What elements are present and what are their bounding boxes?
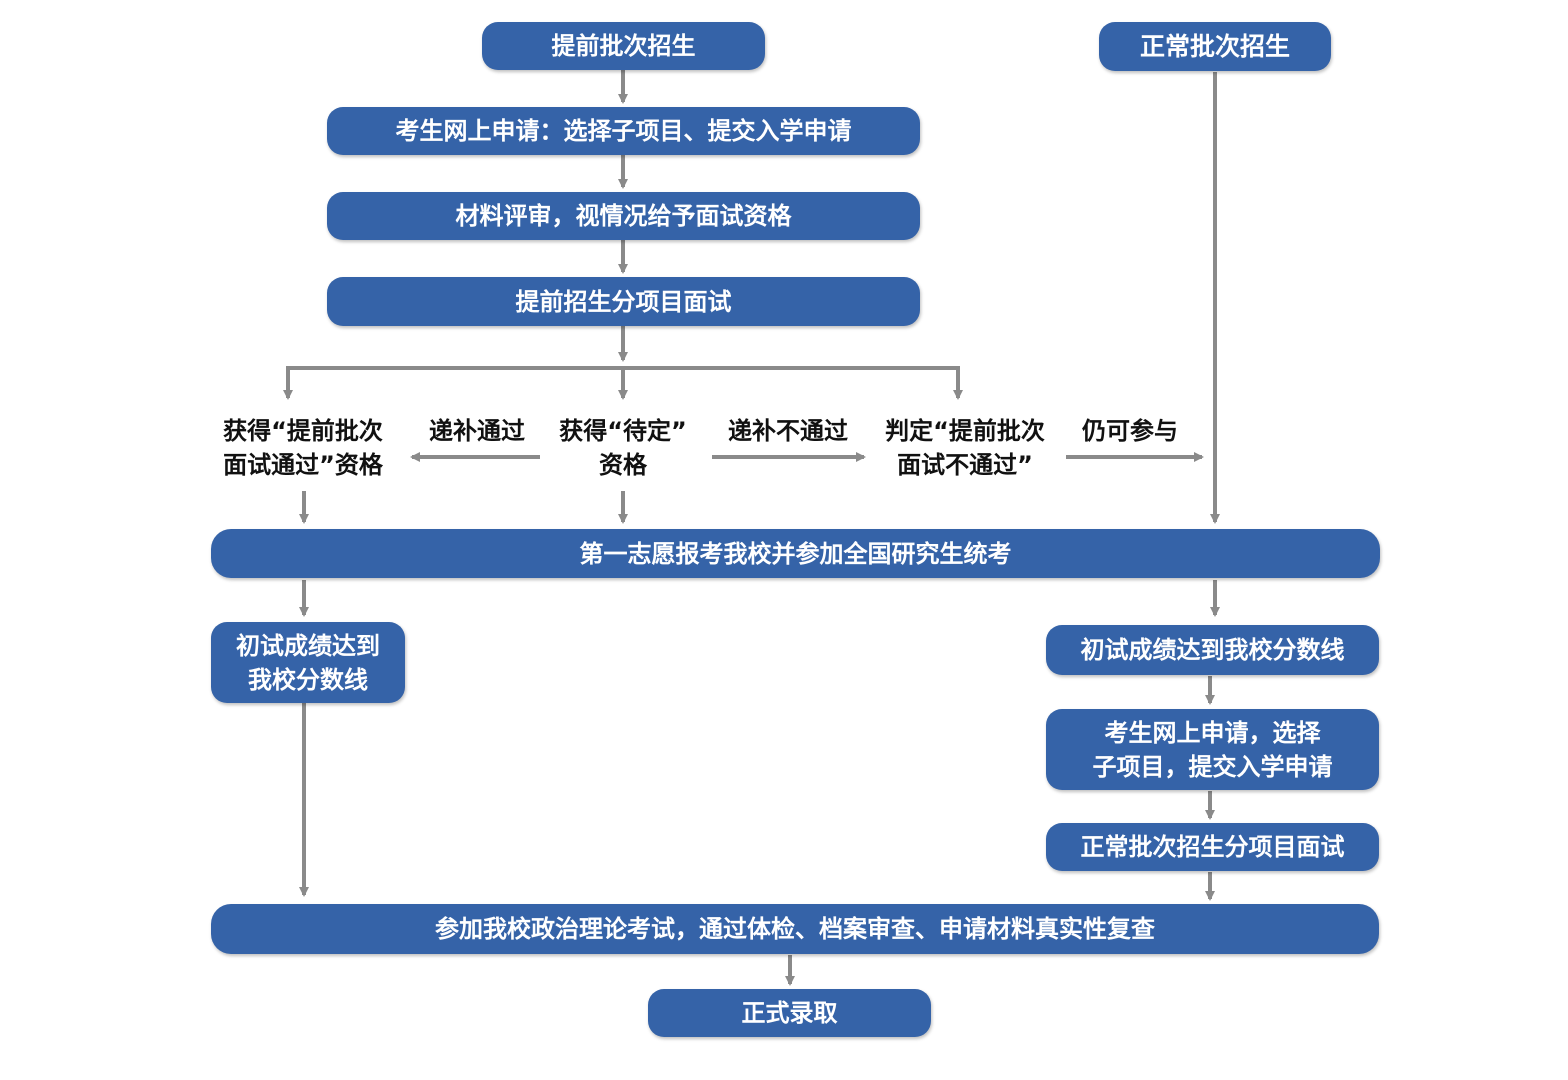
result-pending: 获得“待定” 资格 [548,414,698,482]
result-fail-line2: 面试不通过” [897,451,1033,479]
result-fail-line1: 判定“提前批次 [885,417,1045,445]
result-pending-line1: 获得“待定” [559,417,687,445]
material-review-box: 材料评审，视情况给予面试资格 [327,192,920,240]
result-pending-line2: 资格 [599,451,647,479]
national-exam-box: 第一志愿报考我校并参加全国研究生统考 [211,529,1380,578]
regular-admission-box: 正常批次招生 [1099,22,1331,71]
national-exam-label: 第一志愿报考我校并参加全国研究生统考 [579,539,1012,568]
left-score-line1: 初试成绩达到 [236,631,380,660]
right-score-box: 初试成绩达到我校分数线 [1046,625,1379,675]
admission-label: 正式录取 [741,999,838,1027]
regular-interview-label: 正常批次招生分项目面试 [1080,833,1345,861]
early-online-apply-label: 考生网上申请：选择子项目、提交入学申请 [395,117,852,145]
early-admission-box: 提前批次招生 [482,22,765,70]
early-online-apply-box: 考生网上申请：选择子项目、提交入学申请 [327,107,920,155]
result-pass-line2: 面试通过”资格 [223,451,383,479]
admission-box: 正式录取 [648,989,931,1037]
result-pass: 获得“提前批次 面试通过”资格 [205,414,401,482]
early-admission-label: 提前批次招生 [551,32,696,60]
regular-online-apply-box: 考生网上申请，选择 子项目，提交入学申请 [1046,709,1379,790]
left-score-line2: 我校分数线 [248,665,368,694]
right-score-label: 初试成绩达到我校分数线 [1080,636,1345,664]
left-score-box: 初试成绩达到 我校分数线 [211,622,405,703]
result-fail: 判定“提前批次 面试不通过” [868,414,1062,482]
regular-online-apply-line1: 考生网上申请，选择 [1104,718,1321,747]
material-review-label: 材料评审，视情况给予面试资格 [455,202,792,230]
result-pass-line1: 获得“提前批次 [223,417,383,445]
edge-still-eligible: 仍可参与 [1082,417,1178,445]
regular-interview-box: 正常批次招生分项目面试 [1046,823,1379,871]
early-interview-label: 提前招生分项目面试 [515,287,732,316]
regular-online-apply-line2: 子项目，提交入学申请 [1092,752,1333,781]
early-interview-box: 提前招生分项目面试 [327,277,920,326]
edge-supplement-fail: 递补不通过 [728,417,848,445]
final-checks-box: 参加我校政治理论考试，通过体检、档案审查、申请材料真实性复查 [211,904,1379,954]
regular-admission-label: 正常批次招生 [1139,31,1290,61]
final-checks-label: 参加我校政治理论考试，通过体检、档案审查、申请材料真实性复查 [435,915,1155,943]
edge-supplement-pass: 递补通过 [429,417,525,445]
